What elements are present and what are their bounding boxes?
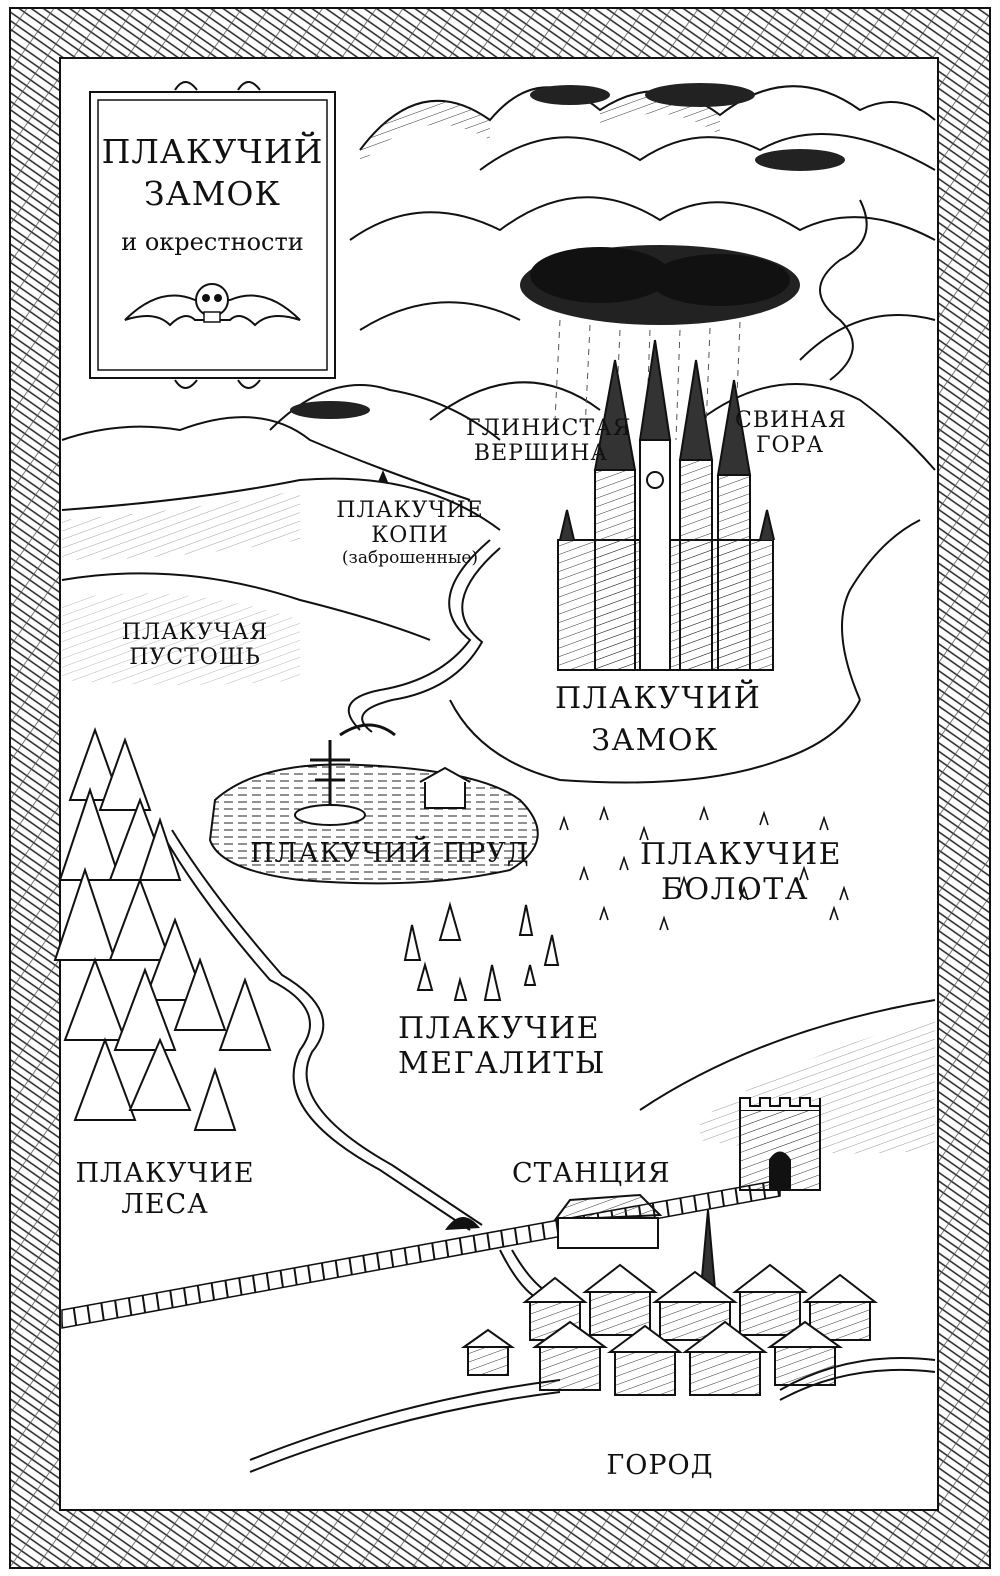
label-castle: ПлакучийЗамок	[555, 681, 762, 758]
map-title: Плакучий Замок и окрестности	[90, 92, 335, 378]
title-line-1: Плакучий	[101, 132, 324, 171]
megalith-stones	[403, 901, 560, 1001]
title-line-2: Замок	[144, 174, 281, 213]
mine-entrance-icon	[378, 470, 388, 482]
tunnel-icon	[445, 1216, 480, 1230]
roads	[159, 519, 936, 1473]
label-megaliths: ПлакучиеМегалиты	[398, 1011, 606, 1081]
town-icon	[460, 1209, 878, 1396]
gatehouse-icon	[739, 1097, 821, 1191]
storm-cloud-icon	[520, 245, 800, 441]
skull-bat-emblem	[124, 283, 301, 327]
station-building-icon	[552, 1193, 663, 1249]
label-swamps: ПлакучиеБолота	[640, 837, 843, 907]
distant-clouds	[290, 83, 845, 419]
label-pig-mountain: СвинаяГора	[735, 408, 847, 459]
title-plaque	[89, 81, 336, 389]
mountain-ranges	[61, 85, 936, 1111]
title-line-3: и окрестности	[121, 228, 304, 256]
river	[347, 199, 868, 733]
swamp-grass	[559, 805, 849, 931]
label-clay-peak: ГлинистаяВершина	[466, 416, 632, 467]
pine-forest	[53, 727, 272, 1131]
label-wasteland: ПлакучаяПустошь	[121, 620, 269, 671]
label-mines: ПлакучиеКопи (заброшенные)	[336, 498, 484, 568]
label-forests: ПлакучиеЛеса	[75, 1158, 255, 1221]
label-station: Станция	[512, 1158, 671, 1189]
pond	[208, 723, 539, 885]
label-pond: Плакучий пруд	[250, 838, 530, 869]
castle-icon	[557, 339, 775, 671]
label-town: Город	[606, 1450, 714, 1481]
